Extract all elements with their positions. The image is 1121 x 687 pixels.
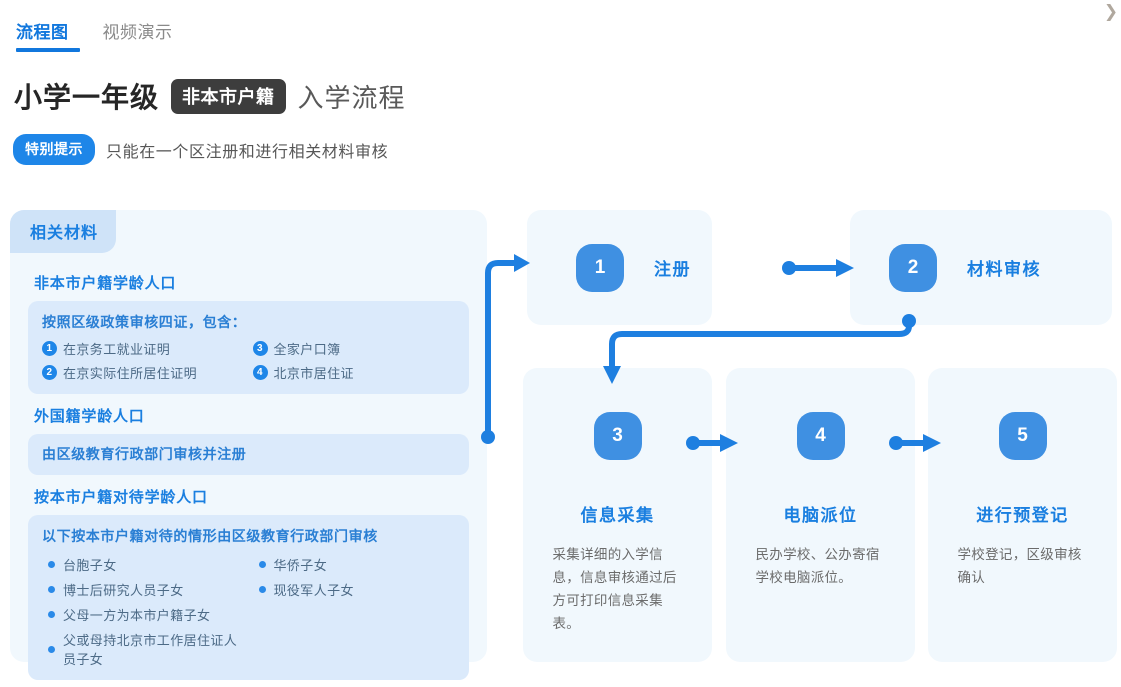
number-badge-icon: 3 (252, 341, 268, 356)
step-number-badge: 4 (796, 412, 845, 460)
step-number-badge: 5 (998, 412, 1047, 460)
bullet-label: 台胞子女 (63, 558, 117, 573)
tab-bar: 流程图 视频演示 (16, 18, 173, 52)
tab-flowchart[interactable]: 流程图 (16, 18, 80, 52)
flow-card-step-2[interactable]: 2 材料审核 (850, 210, 1112, 325)
list-item: 父母一方为本市户籍子女 (42, 605, 245, 624)
title-main-text: 小学一年级 (14, 82, 160, 113)
list-item: 4 北京市居住证 (252, 363, 456, 382)
list-item: 父或母持北京市工作居住证人员子女 (42, 630, 245, 668)
bullet-label: 父或母持北京市工作居住证人员子女 (63, 633, 238, 667)
materials-panel-tab: 相关材料 (10, 210, 117, 253)
list-item: 博士后研究人员子女 (42, 580, 245, 599)
list-item: 2 在京实际住所居住证明 (42, 363, 245, 382)
certificates-box-title: 按照区级政策审核四证，包含： (42, 314, 247, 330)
certificate-label: 在京实际住所居住证明 (63, 366, 198, 381)
number-badge-icon: 2 (42, 365, 57, 380)
connector-step1-to-step2 (782, 259, 854, 277)
step-number-badge: 2 (889, 243, 937, 292)
bullet-label: 博士后研究人员子女 (63, 583, 184, 598)
tab-video-demo-label: 视频演示 (102, 23, 173, 42)
title-suffix-text: 入学流程 (297, 82, 406, 113)
step-title: 电脑派位 (783, 506, 858, 525)
section-heading-non-local: 非本市户籍学龄人口 (34, 275, 177, 292)
step-title: 注册 (654, 260, 691, 279)
certificate-label: 在京务工就业证明 (63, 342, 171, 357)
step-description: 民办学校、公办寄宿学校电脑派位。 (755, 547, 880, 585)
step-number-badge: 1 (576, 243, 624, 292)
bullet-dot-icon (258, 561, 266, 568)
list-item: 台胞子女 (42, 555, 245, 574)
tab-flowchart-label: 流程图 (16, 23, 69, 42)
certificates-box: 按照区级政策审核四证，包含： 1 在京务工就业证明 3 全家户口簿 2 在京实际… (28, 301, 469, 394)
certificates-grid: 1 在京务工就业证明 3 全家户口簿 2 在京实际住所居住证明 4 北京市居住证 (42, 339, 455, 382)
section-heading-foreign: 外国籍学龄人口 (34, 408, 145, 425)
chevron-right-icon[interactable]: ❯ (1103, 2, 1119, 21)
step-title: 材料审核 (967, 260, 1041, 279)
number-badge-icon: 4 (252, 365, 268, 380)
step-number-badge: 3 (593, 412, 642, 460)
title-category-chip: 非本市户籍 (171, 78, 286, 114)
certificate-label: 北京市居住证 (273, 366, 354, 381)
number-badge-icon: 1 (42, 341, 57, 356)
materials-panel: 相关材料 非本市户籍学龄人口 按照区级政策审核四证，包含： 1 在京务工就业证明… (10, 210, 487, 680)
bullet-label: 现役军人子女 (273, 583, 354, 598)
bullet-dot-icon (258, 586, 266, 593)
treated-as-local-box-title: 以下按本市户籍对待的情形由区级教育行政部门审核 (42, 528, 378, 544)
tab-video-demo[interactable]: 视频演示 (103, 18, 173, 52)
flow-card-step-4[interactable]: 4 电脑派位 民办学校、公办寄宿学校电脑派位。 (726, 368, 915, 662)
materials-panel-body: 非本市户籍学龄人口 按照区级政策审核四证，包含： 1 在京务工就业证明 3 全家… (10, 261, 487, 680)
step-description: 采集详细的入学信息，信息审核通过后方可打印信息采集表。 (552, 547, 677, 631)
bullet-dot-icon (48, 586, 55, 593)
step-title: 进行预登记 (976, 506, 1069, 525)
step-description: 学校登记，区级审核确认 (957, 547, 1082, 585)
certificate-label: 全家户口簿 (273, 342, 341, 357)
flow-card-step-5[interactable]: 5 进行预登记 学校登记，区级审核确认 (928, 368, 1117, 662)
section-heading-treated-as-local: 按本市户籍对待学龄人口 (34, 489, 208, 506)
list-item: 华侨子女 (253, 555, 456, 574)
list-item: 3 全家户口簿 (252, 339, 456, 358)
flow-card-step-3[interactable]: 3 信息采集 采集详细的入学信息，信息审核通过后方可打印信息采集表。 (523, 368, 712, 662)
list-item: 现役军人子女 (253, 580, 456, 599)
bullet-dot-icon (48, 561, 55, 568)
foreign-review-box: 由区级教育行政部门审核并注册 (28, 434, 469, 475)
notice-row: 特别提示 只能在一个区注册和进行相关材料审核 (13, 134, 388, 165)
treated-as-local-bullets: 台胞子女 华侨子女 博士后研究人员子女 现役军人子女 父母一方为本市户籍子女 (42, 555, 455, 668)
bullet-label: 华侨子女 (273, 558, 328, 573)
treated-as-local-box: 以下按本市户籍对待的情形由区级教育行政部门审核 台胞子女 华侨子女 博士后研究人… (28, 515, 469, 680)
bullet-dot-icon (48, 645, 55, 653)
list-item: 1 在京务工就业证明 (42, 339, 245, 358)
notice-badge: 特别提示 (13, 134, 95, 165)
step-title: 信息采集 (580, 506, 655, 525)
bullet-label: 父母一方为本市户籍子女 (63, 608, 211, 623)
bullet-dot-icon (48, 611, 55, 618)
notice-text: 只能在一个区注册和进行相关材料审核 (106, 143, 389, 161)
page-title: 小学一年级 非本市户籍 入学流程 (14, 76, 406, 116)
flow-card-step-1[interactable]: 1 注册 (527, 210, 712, 325)
